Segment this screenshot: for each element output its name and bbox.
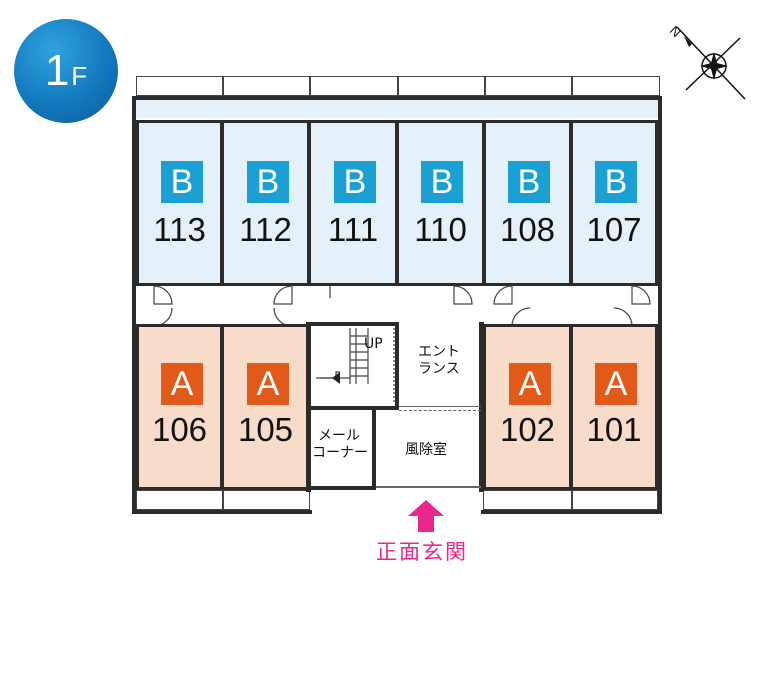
bottom-wall-right [481,510,662,514]
room-type-badge: B [508,161,550,203]
stair-wall-top [306,322,398,326]
room-number: 102 [499,411,556,448]
compass-north-label: N [667,23,684,40]
room-112[interactable]: B 112 [221,120,310,286]
floor-suffix: F [71,60,88,91]
room-108[interactable]: B 108 [483,120,572,286]
room-102[interactable]: A 102 [483,324,572,490]
room-type-badge: A [595,363,637,405]
inner-door-line [399,406,481,411]
balcony-113 [136,76,223,96]
building-outline [132,96,662,514]
balcony-102 [483,490,572,510]
room-number: 108 [499,211,556,248]
room-type-badge: A [161,363,203,405]
room-105[interactable]: A 105 [221,324,310,490]
room-type-badge: B [595,161,637,203]
room-type-badge: A [247,363,289,405]
room-113[interactable]: B 113 [136,120,223,286]
core-wall-right [479,322,484,492]
entrance-door-line [376,486,481,488]
room-number: 113 [153,211,206,248]
room-type-badge: B [421,161,463,203]
core-bottom-wall-left [306,486,376,490]
room-111[interactable]: B 111 [308,120,398,286]
room-106[interactable]: A 106 [136,324,223,490]
mail-wall [372,410,376,490]
mail-corner-label-line2: コーナー [312,445,368,461]
balcony-108 [485,76,572,96]
room-110[interactable]: B 110 [396,120,485,286]
room-type-badge: B [247,161,289,203]
stair-wall-bottom [306,406,398,410]
balcony-106 [136,490,223,510]
stair-up-label: UP [364,336,383,352]
building-top-wall [132,96,662,100]
balcony-107 [572,76,660,96]
balcony-105 [223,490,310,510]
room-type-badge: B [334,161,376,203]
balcony-112 [223,76,310,96]
windbreak-room-label: 風除室 [405,442,447,458]
room-number: 105 [237,411,294,448]
floor-number: 1 [44,46,71,95]
room-number: 107 [586,211,642,248]
bottom-wall-left [132,510,312,514]
balcony-111 [310,76,398,96]
room-number: 101 [586,411,642,448]
balcony-110 [398,76,485,96]
room-number: 110 [414,211,467,248]
stair-wall-right [395,322,399,410]
mail-corner-label-line1: メール [318,428,360,444]
entrance-hall-label-line2: ランス [418,361,460,377]
main-entrance-label: 正面玄関 [376,540,468,564]
room-107[interactable]: B 107 [570,120,658,286]
entrance-arrow-icon [408,500,444,532]
stair-icon [316,328,395,404]
room-number: 106 [151,411,208,448]
balcony-101 [572,490,658,510]
room-number: 111 [327,211,379,248]
compass-icon: N [667,23,746,100]
entrance-hall-label-line1: エント [418,344,460,360]
room-type-badge: B [161,161,203,203]
room-101[interactable]: A 101 [570,324,658,490]
floor-badge: 1 F [14,19,118,123]
room-type-badge: A [509,363,551,405]
room-number: 112 [239,211,292,248]
